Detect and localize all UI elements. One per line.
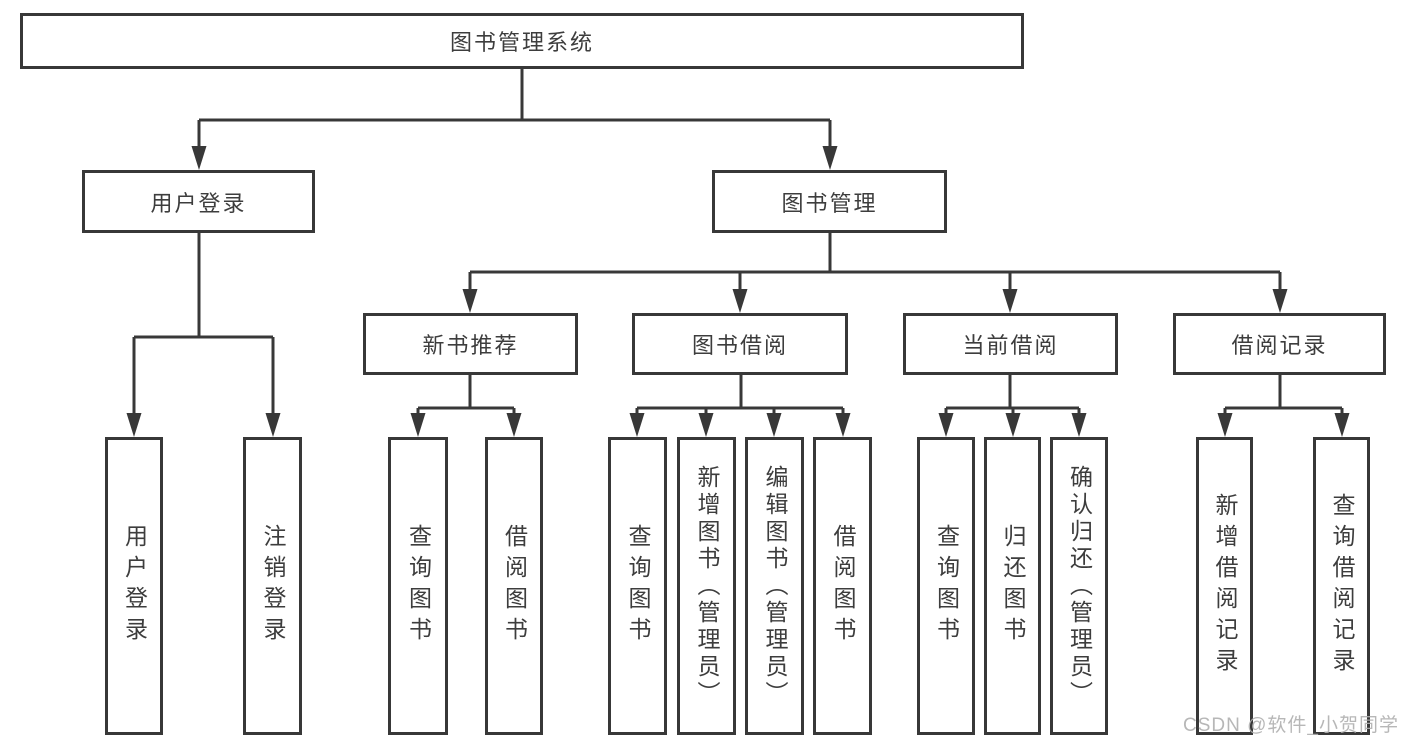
leaf-label: 编辑图书（管理员） (762, 464, 788, 708)
node-label: 借阅记录 (1231, 333, 1328, 358)
leaf-label: 查询图书 (405, 524, 432, 648)
connector-records-to-leaves (1217, 375, 1350, 437)
node-user-login: 用户登录 (82, 170, 315, 233)
leaf-current-query-books: 查询图书 (917, 437, 975, 735)
connector-userlogin-to-leaves (126, 233, 281, 437)
leaf-logout: 注销登录 (243, 437, 302, 735)
node-label: 当前借阅 (962, 333, 1059, 358)
connector-newbooks-to-leaves (410, 375, 522, 437)
leaf-newbooks-borrow-books: 借阅图书 (485, 437, 543, 735)
connector-root-to-level2 (191, 69, 838, 170)
leaf-borrowing-add-books-admin: 新增图书（管理员） (677, 437, 736, 735)
node-label: 图书管理 (781, 190, 878, 216)
leaf-label: 查询借阅记录 (1329, 493, 1355, 679)
leaf-records-add-record: 新增借阅记录 (1196, 437, 1253, 735)
watermark-text: CSDN @软件_小贺同学 (1183, 715, 1399, 736)
connector-borrowing-to-leaves (629, 375, 851, 437)
leaf-label: 用户登录 (121, 524, 148, 648)
node-current-borrowing: 当前借阅 (903, 313, 1118, 375)
leaf-newbooks-query-books: 查询图书 (388, 437, 448, 735)
node-book-borrowing: 图书借阅 (632, 313, 848, 375)
leaf-borrowing-borrow-books: 借阅图书 (813, 437, 872, 735)
node-label: 图书借阅 (691, 333, 788, 358)
leaf-label: 借阅图书 (830, 524, 856, 648)
leaf-current-return-books: 归还图书 (984, 437, 1041, 735)
leaf-label: 查询图书 (625, 524, 651, 648)
leaf-borrowing-query-books: 查询图书 (608, 437, 667, 735)
leaf-label: 借阅图书 (501, 524, 528, 648)
leaf-label: 新增图书（管理员） (694, 464, 720, 708)
leaf-user-login: 用户登录 (105, 437, 163, 735)
node-label: 新书推荐 (422, 333, 519, 358)
leaf-current-confirm-return-admin: 确认归还（管理员） (1050, 437, 1108, 735)
connector-current-to-leaves (938, 375, 1087, 437)
leaf-label: 查询图书 (933, 524, 960, 648)
leaf-label: 归还图书 (1000, 524, 1026, 648)
leaf-label: 确认归还（管理员） (1066, 464, 1093, 708)
node-new-book-recommend: 新书推荐 (363, 313, 578, 375)
node-borrow-records: 借阅记录 (1173, 313, 1386, 375)
node-library-system: 图书管理系统 (20, 13, 1024, 69)
leaf-records-query-record: 查询借阅记录 (1313, 437, 1370, 735)
leaf-label: 新增借阅记录 (1212, 493, 1238, 679)
leaf-borrowing-edit-books-admin: 编辑图书（管理员） (745, 437, 804, 735)
leaf-label: 注销登录 (260, 524, 286, 648)
node-label: 图书管理系统 (449, 30, 594, 55)
node-book-management: 图书管理 (712, 170, 947, 233)
node-label: 用户登录 (150, 190, 247, 216)
connector-bookmgmt-to-level3 (462, 233, 1288, 313)
